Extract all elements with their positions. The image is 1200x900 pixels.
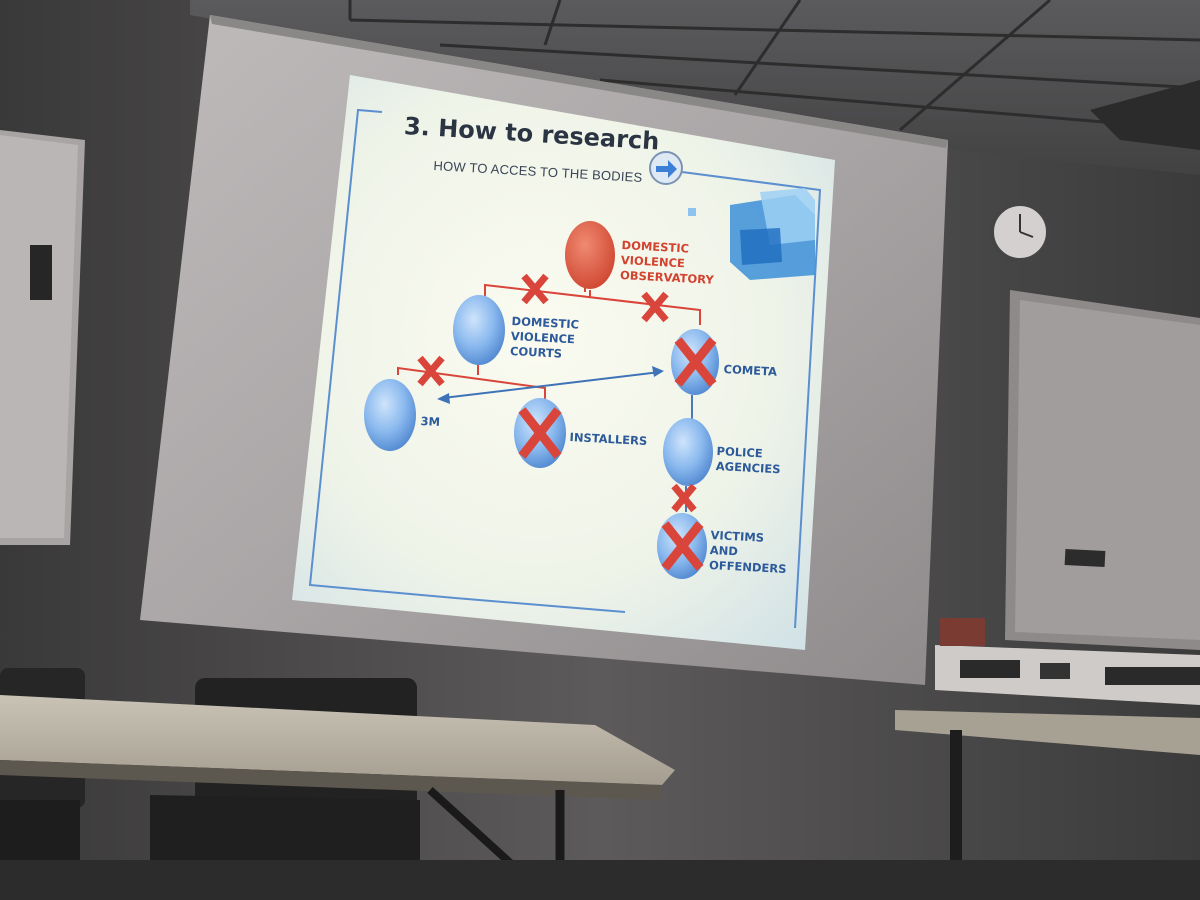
right-table: [895, 710, 1200, 755]
large-cross-marks: [518, 337, 717, 571]
cross-marks: [417, 273, 697, 513]
link-arrow-3m-cometa: [437, 366, 664, 404]
cross-icon: [417, 355, 445, 387]
node-observatory-circle: [565, 221, 615, 289]
ceiling-vent: [1090, 80, 1200, 150]
hierarchy-lines: [397, 283, 701, 400]
next-arrow-button: [649, 151, 683, 185]
label-3m: 3M: [420, 414, 441, 429]
decorative-cubes: [688, 188, 815, 280]
cross-icon: [521, 273, 549, 305]
label-courts: DOMESTIC VIOLENCE COURTS: [509, 314, 580, 361]
node-courts-circle: [453, 295, 505, 365]
ceiling-grid: [348, 0, 1200, 132]
node-police-circle: [663, 418, 713, 486]
node-3m-circle: [364, 379, 416, 451]
label-victims: VICTIMS AND OFFENDERS: [708, 528, 787, 576]
cross-icon: [518, 407, 562, 459]
label-cometa: COMETA: [723, 362, 778, 379]
cross-icon: [674, 337, 717, 387]
cross-icon: [671, 483, 697, 513]
projected-slide: [292, 75, 835, 650]
label-observatory: DOMESTIC VIOLENCE OBSERVATORY: [619, 238, 715, 287]
whiteboard-eraser: [30, 245, 52, 300]
slide-frame-lines: [308, 108, 822, 629]
cross-icon: [641, 291, 669, 323]
front-table: [0, 695, 675, 785]
cross-icon: [661, 521, 704, 571]
label-police: POLICE AGENCIES: [715, 444, 781, 477]
